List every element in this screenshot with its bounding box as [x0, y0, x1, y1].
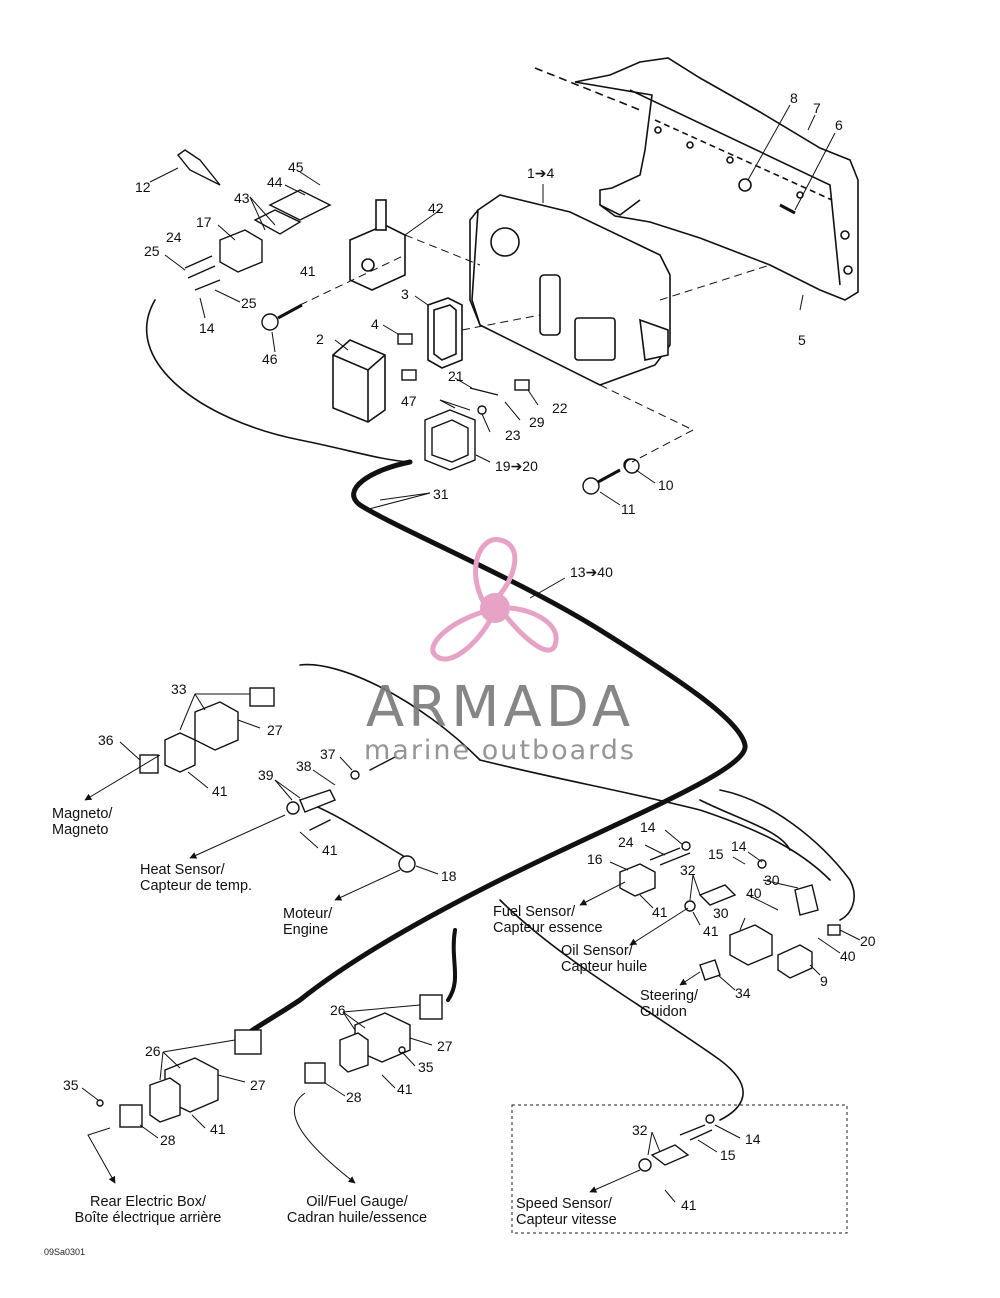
callout-35a: 35: [63, 1077, 79, 1093]
figure-code: 09Sa0301: [44, 1247, 86, 1257]
callout-10: 10: [658, 477, 674, 493]
callout-37: 37: [320, 746, 336, 762]
upper-connectors: [176, 149, 332, 291]
callout-22: 22: [552, 400, 568, 416]
callout-32a: 32: [680, 862, 696, 878]
watermark-subtitle: marine outboards: [363, 735, 636, 766]
leader-lines: [81, 104, 861, 1203]
callout-25a: 25: [144, 243, 160, 259]
callout-41b: 41: [212, 783, 228, 799]
callout-44: 44: [267, 174, 283, 190]
callout-41c: 41: [322, 842, 338, 858]
callout-30b: 30: [713, 905, 729, 921]
callout-3: 3: [401, 286, 409, 302]
mounting-bracket: [534, 57, 859, 301]
callout-8: 8: [790, 90, 798, 106]
callout-41g: 41: [397, 1081, 413, 1097]
callout-28b: 28: [346, 1089, 362, 1105]
callout-25b: 25: [241, 295, 257, 311]
callout-4: 4: [371, 316, 379, 332]
callout-numbers: 1➔4 8 7 6 5 12 45 44 43 42 17 24 25 41 2…: [63, 90, 876, 1213]
label-heat-sensor: Heat Sensor/Capteur de temp.: [140, 862, 253, 894]
callout-26a: 26: [145, 1043, 161, 1059]
propeller-logo-hub: [480, 593, 510, 623]
callout-16: 16: [587, 851, 603, 867]
label-rear-electric-box: Rear Electric Box/Boîte électrique arriè…: [74, 1194, 222, 1226]
callout-15b: 15: [720, 1147, 736, 1163]
callout-15a: 15: [708, 846, 724, 862]
callout-42: 42: [428, 200, 444, 216]
callout-41d: 41: [652, 904, 668, 920]
ecu-module: [469, 194, 671, 386]
callout-17: 17: [196, 214, 212, 230]
callout-40a: 40: [746, 885, 762, 901]
label-steering: Steering/Guidon: [640, 988, 699, 1020]
relay-box: [332, 339, 386, 423]
label-magneto: Magneto/Magneto: [52, 806, 113, 838]
callout-27a: 27: [267, 722, 283, 738]
callout-18: 18: [441, 868, 457, 884]
callout-41f: 41: [210, 1121, 226, 1137]
callout-29: 29: [529, 414, 545, 430]
lower-connectors: [96, 687, 841, 1172]
callout-41a: 41: [300, 263, 316, 279]
callout-40b: 40: [840, 948, 856, 964]
label-oil-sensor: Oil Sensor/Capteur huile: [561, 943, 648, 975]
main-connector: [424, 379, 640, 474]
watermark: ARMADA marine outboards: [340, 530, 660, 780]
label-oil-fuel-gauge: Oil/Fuel Gauge/Cadran huile/essence: [286, 1194, 428, 1226]
callout-35b: 35: [418, 1059, 434, 1075]
callout-46: 46: [262, 351, 278, 367]
ignition-coil: [349, 199, 406, 291]
callout-9: 9: [820, 973, 828, 989]
callout-38: 38: [296, 758, 312, 774]
callout-33: 33: [171, 681, 187, 697]
watermark-title: ARMADA: [365, 675, 635, 740]
label-fuel-sensor: Fuel Sensor/Capteur essence: [493, 904, 603, 936]
callout-14b: 14: [640, 819, 656, 835]
callout-7: 7: [813, 100, 821, 116]
callout-26b: 26: [330, 1002, 346, 1018]
callout-5: 5: [798, 332, 806, 348]
callout-31: 31: [433, 486, 449, 502]
fuses: [397, 333, 417, 381]
callout-20: 20: [860, 933, 876, 949]
main-harness: [145, 299, 855, 1121]
callout-6: 6: [835, 117, 843, 133]
callout-39: 39: [258, 767, 274, 783]
propeller-logo-blades: [430, 537, 559, 662]
callout-41h: 41: [681, 1197, 697, 1213]
callout-21: 21: [448, 368, 464, 384]
destination-arrows: [84, 754, 701, 1193]
callout-32b: 32: [632, 1122, 648, 1138]
callout-41e: 41: [703, 923, 719, 939]
callout-23: 23: [505, 427, 521, 443]
callout-34: 34: [735, 985, 751, 1001]
propeller-logo-icon: [430, 537, 559, 662]
gasket: [427, 297, 463, 369]
callout-14a: 14: [199, 320, 215, 336]
callout-2: 2: [316, 331, 324, 347]
speed-sensor-box: [511, 1104, 848, 1234]
callout-27c: 27: [437, 1038, 453, 1054]
callout-14c: 14: [731, 838, 747, 854]
label-engine: Moteur/Engine: [283, 906, 333, 938]
label-speed-sensor: Speed Sensor/Capteur vitesse: [516, 1196, 617, 1228]
callout-24a: 24: [166, 229, 182, 245]
callout-1-4: 1➔4: [527, 165, 555, 181]
callout-47: 47: [401, 393, 417, 409]
callout-45: 45: [288, 159, 304, 175]
callout-12: 12: [135, 179, 151, 195]
callout-11: 11: [621, 501, 636, 517]
callout-14d: 14: [745, 1131, 761, 1147]
callout-36: 36: [98, 732, 114, 748]
callout-27b: 27: [250, 1077, 266, 1093]
callout-30a: 30: [764, 872, 780, 888]
callout-28a: 28: [160, 1132, 176, 1148]
callout-43: 43: [234, 190, 250, 206]
callout-24b: 24: [618, 834, 634, 850]
callout-19-20: 19➔20: [495, 458, 538, 474]
callout-13-40: 13➔40: [570, 564, 613, 580]
